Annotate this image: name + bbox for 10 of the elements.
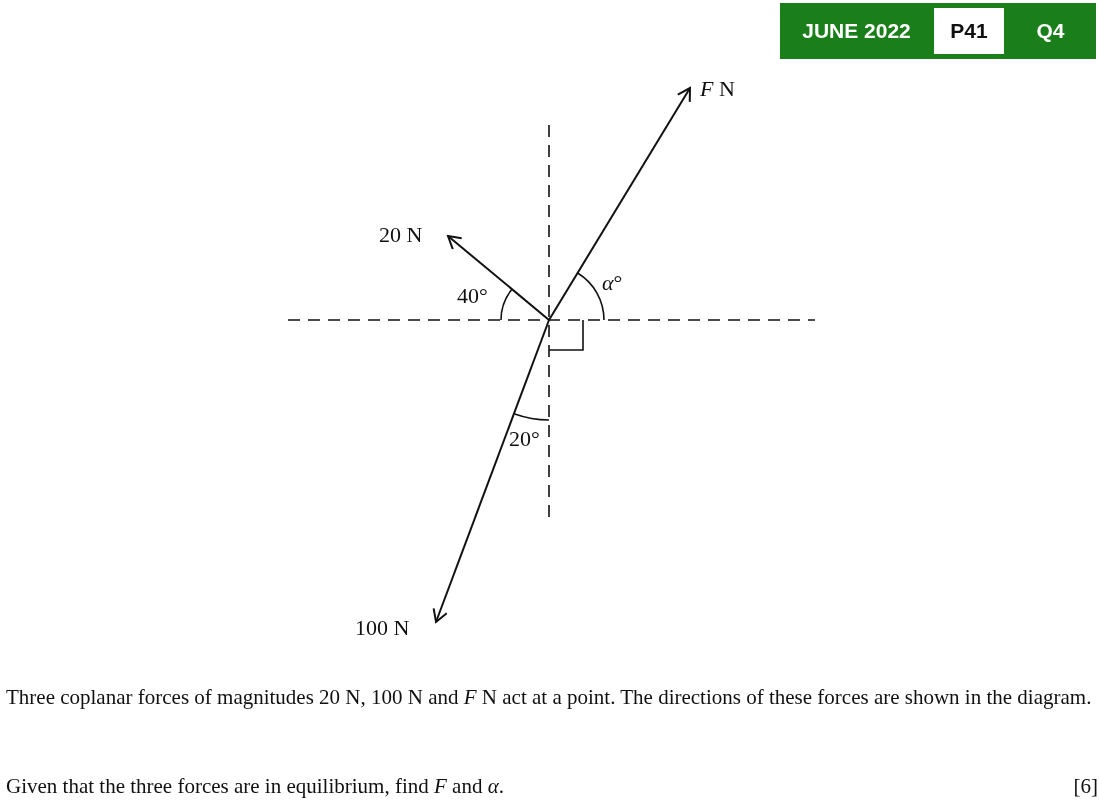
- angle-label: 40°: [457, 285, 488, 307]
- force-label: 20 N: [379, 224, 423, 246]
- question-text: Given that the three forces are in equilibrium, find F and α.: [6, 776, 504, 797]
- angle-label: α°: [602, 272, 623, 294]
- question-text: Three coplanar forces of magnitudes 20 N, 100 N and F N act at a point. The directions of these forces are shown in the diagram.: [6, 684, 1093, 711]
- badge-paper: P41: [934, 8, 1004, 54]
- angle-label: 20°: [509, 428, 540, 450]
- marks-label: [6]: [1073, 776, 1098, 797]
- force-label: 100 N: [355, 617, 410, 639]
- force-label: F N: [700, 78, 735, 100]
